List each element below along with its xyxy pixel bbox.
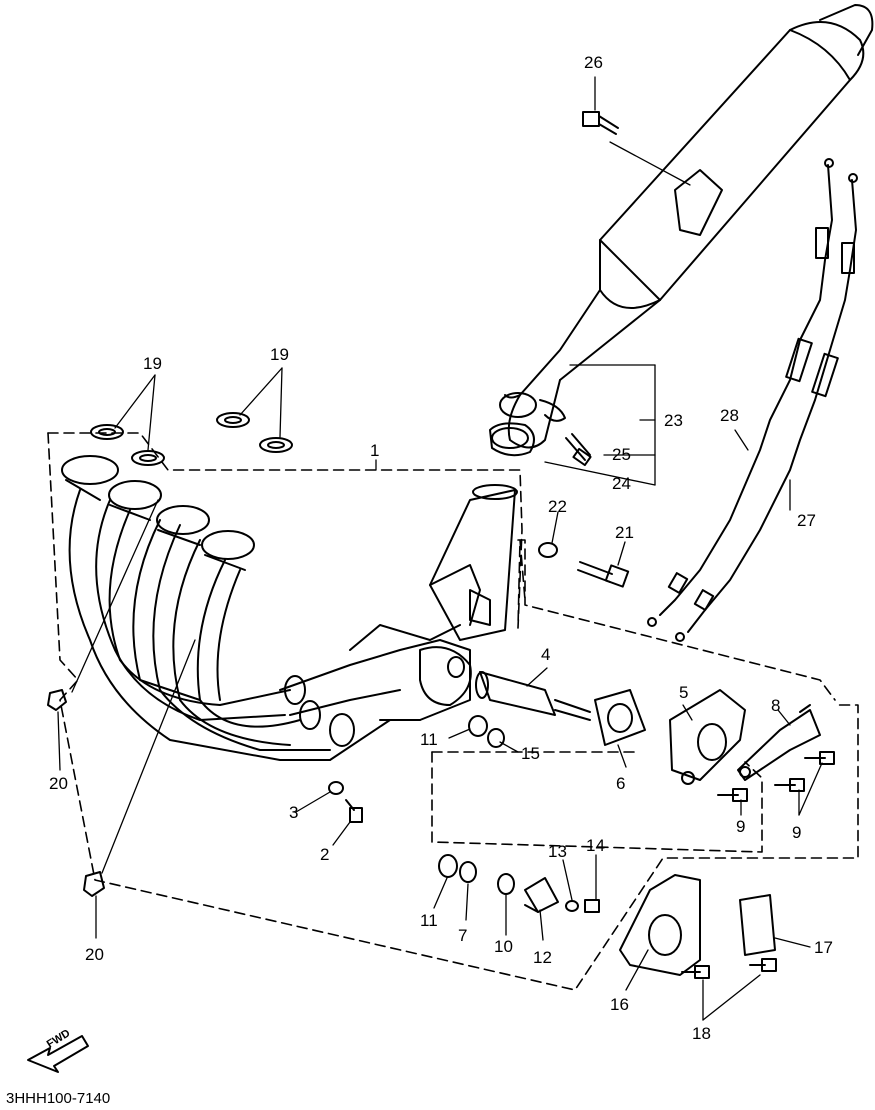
callout-20b: 20 xyxy=(85,945,104,964)
callout-25: 25 xyxy=(612,445,631,464)
muffler xyxy=(504,4,874,449)
bolt-21 xyxy=(577,561,630,588)
callout-16: 16 xyxy=(610,995,629,1014)
valve-pulley-cover xyxy=(669,689,746,785)
callout-12: 12 xyxy=(533,948,552,967)
callout-14: 14 xyxy=(586,836,605,855)
callout-8: 8 xyxy=(771,696,781,715)
diagram-code: 3HHH100-7140 xyxy=(6,1090,111,1107)
screws-18 xyxy=(681,958,777,979)
callout-27: 27 xyxy=(797,511,816,530)
valve-screws xyxy=(717,751,835,802)
callout-2: 2 xyxy=(320,845,330,864)
callout-18: 18 xyxy=(692,1024,711,1043)
muffler-bolt xyxy=(582,111,619,135)
valve-gasket xyxy=(594,689,646,746)
throttle-cables xyxy=(647,158,858,642)
callout-4: 4 xyxy=(541,645,551,664)
callout-22: 22 xyxy=(548,497,567,516)
callout-11a: 11 xyxy=(420,730,438,749)
callout-10: 10 xyxy=(494,937,513,956)
valve-lever xyxy=(737,704,821,781)
muffler-clamp xyxy=(489,392,566,457)
callout-6: 6 xyxy=(616,774,626,793)
washers-19 xyxy=(90,412,293,466)
callout-13: 13 xyxy=(548,842,567,861)
callout-15: 15 xyxy=(521,744,540,763)
clamp-bolt xyxy=(565,433,592,467)
collars xyxy=(438,715,515,895)
callout-17: 17 xyxy=(814,938,833,957)
bolts-2-3 xyxy=(328,781,363,823)
callout-11b: 11 xyxy=(420,911,438,930)
callout-7: 7 xyxy=(458,926,468,945)
callout-9b: 9 xyxy=(792,823,802,842)
nuts-20 xyxy=(47,689,105,897)
leader-lines xyxy=(57,76,823,1021)
callout-19a: 19 xyxy=(143,354,162,373)
servo-cover-16 xyxy=(619,874,701,976)
pulley-12 xyxy=(524,877,559,913)
callout-26: 26 xyxy=(584,53,603,72)
screw-14 xyxy=(565,899,600,913)
callout-1: 1 xyxy=(370,441,380,460)
callout-28: 28 xyxy=(720,406,739,425)
callout-9a: 9 xyxy=(736,817,746,836)
servo-17 xyxy=(739,894,776,956)
nut-22 xyxy=(538,542,558,558)
callout-23: 23 xyxy=(664,411,683,430)
callout-20a: 20 xyxy=(49,774,68,793)
callout-5: 5 xyxy=(679,683,689,702)
assembly-outline xyxy=(47,432,859,991)
callout-21: 21 xyxy=(615,523,634,542)
callout-3: 3 xyxy=(289,803,299,822)
exhaust-header xyxy=(61,455,518,761)
fwd-arrow xyxy=(27,1035,89,1073)
callout-19b: 19 xyxy=(270,345,289,364)
valve-shaft xyxy=(475,671,591,721)
callout-24: 24 xyxy=(612,474,631,493)
